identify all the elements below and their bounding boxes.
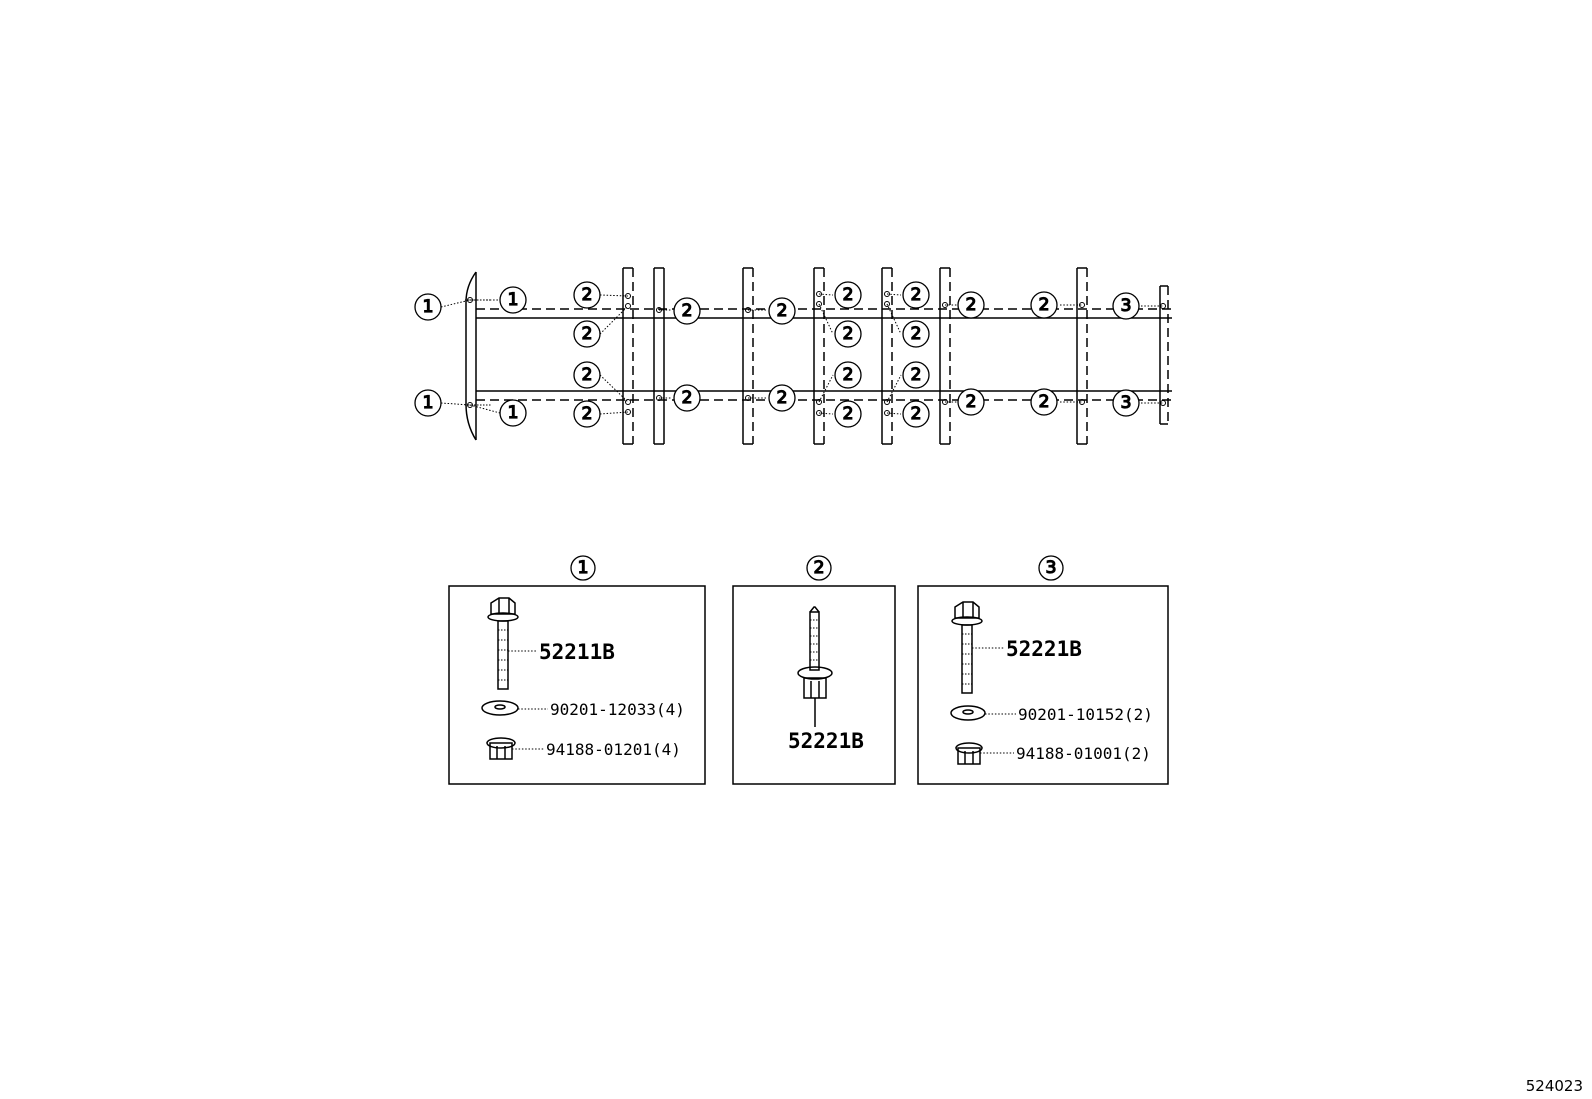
crossmember-5 [881, 267, 893, 445]
callout-bubble: 2 [1030, 388, 1058, 416]
callout-bubble: 2 [957, 388, 985, 416]
callout-bubble: 2 [1030, 291, 1058, 319]
panel-callout: 1 [570, 555, 596, 581]
callout-bubble: 2 [573, 361, 601, 389]
callout-number: 1 [423, 297, 434, 317]
callout-bubble: 2 [902, 400, 930, 428]
callout-bubble: 2 [902, 281, 930, 309]
callout-bubble: 1 [499, 399, 527, 427]
callout-number: 2 [911, 324, 922, 344]
callout-bubble: 1 [414, 389, 442, 417]
callout-number: 2 [911, 365, 922, 385]
detail-panel-3: 3 52221B 90201-10152(2) [917, 555, 1169, 785]
rear-crossmember [1159, 285, 1169, 425]
callout-number: 2 [777, 388, 788, 408]
callout-bubble: 2 [673, 297, 701, 325]
callout-bubble: 3 [1112, 389, 1140, 417]
callout-number: 2 [582, 324, 593, 344]
part-number: 90201-12033(4) [550, 700, 685, 719]
washer-icon [481, 700, 519, 716]
frame-callouts: 1 1 1 1 2 2 2 2 2 2 2 2 2 2 2 2 2 2 2 2 … [414, 281, 1140, 428]
washer-icon [950, 705, 986, 721]
callout-number: 3 [1121, 393, 1132, 413]
panel-callout: 3 [1038, 555, 1064, 581]
callout-number: 1 [508, 290, 519, 310]
panel-callout-number: 3 [1046, 558, 1057, 578]
callout-bubble: 2 [573, 400, 601, 428]
callout-number: 2 [777, 301, 788, 321]
callout-number: 2 [843, 365, 854, 385]
frame-assembly-drawing: 1 1 1 1 2 2 2 2 2 2 2 2 2 2 2 2 2 2 2 2 … [414, 267, 1172, 445]
callout-bubble: 2 [673, 384, 701, 412]
callout-bubble: 2 [768, 297, 796, 325]
callout-number: 2 [911, 285, 922, 305]
callout-bubble: 2 [573, 320, 601, 348]
crossmember-3 [742, 267, 754, 445]
callout-bubble: 2 [834, 361, 862, 389]
callout-number: 2 [966, 295, 977, 315]
crossmember-1 [622, 267, 634, 445]
callout-bubble: 3 [1112, 292, 1140, 320]
callout-number: 2 [582, 365, 593, 385]
part-number: 94188-01201(4) [546, 740, 681, 759]
callout-bubble: 2 [834, 400, 862, 428]
crossmember-2 [653, 267, 665, 445]
part-number: 90201-10152(2) [1018, 705, 1153, 724]
bolt-icon [487, 597, 519, 690]
nut-icon [486, 737, 516, 760]
callout-bubble: 2 [902, 361, 930, 389]
callout-number: 1 [508, 403, 519, 423]
part-number: 52221B [788, 729, 864, 753]
callout-number: 2 [843, 324, 854, 344]
part-number: 94188-01001(2) [1016, 744, 1151, 763]
front-crossmember [465, 271, 492, 441]
detail-panel-2: 2 52221B [732, 555, 896, 785]
callout-number: 2 [966, 392, 977, 412]
callout-number: 2 [582, 404, 593, 424]
callout-number: 2 [582, 285, 593, 305]
callout-number: 2 [911, 404, 922, 424]
callout-leaders [440, 293, 1163, 415]
callout-number: 2 [1039, 392, 1050, 412]
stud-bolt-icon [797, 606, 833, 699]
crossmember-7 [1076, 267, 1088, 445]
callout-bubble: 2 [902, 320, 930, 348]
callout-bubble: 2 [573, 281, 601, 309]
callout-number: 2 [682, 301, 693, 321]
panel-callout: 2 [806, 555, 832, 581]
detail-panel-1: 1 52211B 90201-12033(4) [448, 555, 706, 785]
bolt-icon [951, 601, 983, 694]
panel-border [917, 585, 1169, 785]
panel-border [732, 585, 896, 785]
callout-bubble: 2 [834, 320, 862, 348]
callout-bubble: 1 [499, 286, 527, 314]
panel-border [448, 585, 706, 785]
callout-bubble: 2 [768, 384, 796, 412]
callout-bubble: 2 [834, 281, 862, 309]
part-number: 52221B [1006, 637, 1082, 661]
callout-bubble: 2 [957, 291, 985, 319]
part-number: 52211B [539, 640, 615, 664]
callout-number: 2 [843, 285, 854, 305]
crossmember-4 [813, 267, 825, 445]
mounting-bolts [467, 291, 1166, 416]
callout-bubble: 1 [414, 293, 442, 321]
panel-callout-number: 2 [814, 558, 825, 578]
callout-number: 2 [682, 388, 693, 408]
callout-number: 2 [1039, 295, 1050, 315]
panel-callout-number: 1 [578, 558, 589, 578]
crossmember-6 [939, 267, 951, 445]
page-id: 524023 [1526, 1077, 1583, 1095]
callout-number: 3 [1121, 296, 1132, 316]
nut-icon [955, 742, 983, 765]
callout-number: 1 [423, 393, 434, 413]
callout-number: 2 [843, 404, 854, 424]
